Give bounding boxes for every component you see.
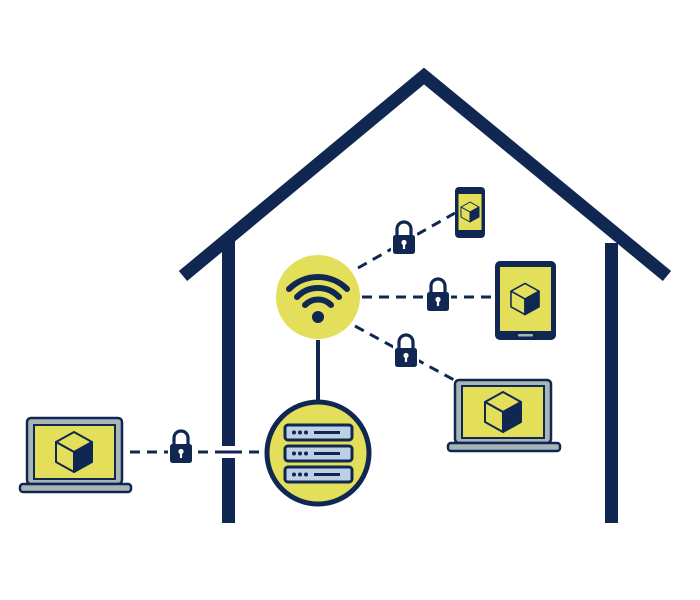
padlock-icon — [391, 220, 417, 258]
wifi-router — [276, 255, 360, 339]
cube-icon — [55, 431, 93, 473]
cube-icon — [484, 391, 522, 433]
laptop — [446, 378, 562, 453]
phone — [455, 187, 485, 238]
server-rack-icon — [283, 423, 354, 484]
padlock-icon — [168, 428, 194, 468]
cube-icon — [460, 201, 480, 223]
padlock-icon — [393, 333, 419, 371]
house-left-wall — [222, 240, 235, 523]
tablet — [495, 261, 556, 340]
padlock-icon — [425, 277, 451, 315]
external-laptop — [18, 416, 133, 494]
server — [264, 399, 372, 507]
house-right-wall — [605, 243, 618, 523]
wifi-icon — [286, 274, 350, 323]
cube-icon — [510, 282, 540, 316]
